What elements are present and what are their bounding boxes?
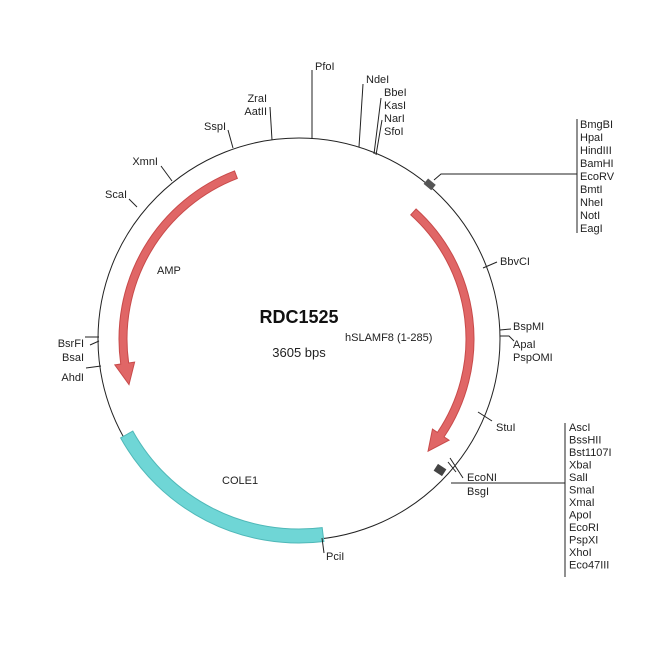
site-econi-label: EcoNI	[467, 472, 497, 484]
hslamf8-label: hSLAMF8 (1-285)	[345, 332, 432, 344]
plasmid-name: RDC1525	[259, 307, 338, 327]
amp-feature-arrow[interactable]	[113, 170, 239, 386]
site-label: StuI	[496, 422, 516, 434]
site-group-bsrfi[interactable]: BsrFI BsaI	[58, 336, 100, 364]
site-label: BbeI	[384, 87, 407, 99]
site-label: BbvCI	[500, 256, 530, 268]
mcs-site-label: XhoI	[569, 547, 592, 559]
mcs-site-label: EcoRI	[569, 522, 599, 534]
mcs-site-label: NotI	[580, 210, 600, 222]
site-scai[interactable]: ScaI	[105, 189, 138, 208]
site-sspi[interactable]: SspI	[204, 121, 234, 149]
mcs-site-label: NheI	[580, 197, 603, 209]
site-label: ApaI	[513, 339, 536, 351]
mcs-site-label: EagI	[580, 223, 603, 235]
mcs-site-label: BmtI	[580, 184, 603, 196]
site-group-zrai[interactable]: ZraI AatII	[244, 93, 273, 141]
plasmid-size: 3605 bps	[272, 345, 326, 360]
mcs-site-label: SmaI	[569, 485, 595, 497]
site-label: ZraI	[247, 93, 267, 105]
mcs-marker	[433, 463, 447, 477]
amp-label: AMP	[157, 265, 181, 277]
mcs-site-label: AscI	[569, 422, 590, 434]
site-label: PfoI	[315, 61, 335, 73]
site-pfoi[interactable]: PfoI	[311, 61, 335, 139]
site-label: AhdI	[61, 372, 84, 384]
mcs-site-label: BssHII	[569, 435, 601, 447]
site-ahdi[interactable]: AhdI	[61, 365, 102, 384]
site-bsgi-label: BsgI	[467, 486, 489, 498]
mcs-site-label: EcoRV	[580, 171, 615, 183]
site-group-apai[interactable]: ApaI PspOMI	[500, 335, 553, 364]
site-label: BspMI	[513, 321, 544, 333]
site-label: SfoI	[384, 126, 404, 138]
mcs-site-label: HpaI	[580, 132, 603, 144]
site-bbvci[interactable]: BbvCI	[482, 256, 530, 269]
site-label: KasI	[384, 100, 406, 112]
site-label: ScaI	[105, 189, 127, 201]
site-xmni[interactable]: XmnI	[132, 156, 173, 182]
site-pcii[interactable]: PciI	[321, 537, 344, 563]
site-group-bbei[interactable]: BbeI KasI NarI SfoI	[373, 87, 407, 156]
mcs-site-label: XbaI	[569, 460, 592, 472]
cole1-label: COLE1	[222, 475, 258, 487]
site-label: BsaI	[62, 352, 84, 364]
cole1-feature[interactable]	[119, 430, 325, 544]
site-label: AatII	[244, 106, 267, 118]
mcs-site-label: BamHI	[580, 158, 614, 170]
site-bspmi[interactable]: BspMI	[499, 321, 544, 333]
mcs-site-label: ApoI	[569, 510, 592, 522]
mcs-site-label: HindIII	[580, 145, 612, 157]
mcs-site-label: BmgBI	[580, 119, 613, 131]
site-label: XmnI	[132, 156, 158, 168]
site-stui[interactable]: StuI	[477, 411, 516, 434]
site-label: BsrFI	[58, 338, 84, 350]
mcs-site-label: XmaI	[569, 497, 595, 509]
site-label: PspOMI	[513, 352, 553, 364]
mcs-site-label: Bst1107I	[569, 447, 612, 459]
site-label: NarI	[384, 113, 405, 125]
mcs-1[interactable]: BmgBIHpaIHindIIIBamHIEcoRVBmtINheINotIEa…	[423, 119, 615, 235]
mcs-site-label: PspXI	[569, 535, 598, 547]
mcs-site-label: Eco47III	[569, 560, 609, 572]
site-ndei[interactable]: NdeI	[358, 74, 389, 148]
hslamf8-feature-arrow[interactable]	[410, 208, 475, 453]
site-label: PciI	[326, 551, 344, 563]
mcs-marker	[423, 178, 436, 191]
site-label: NdeI	[366, 74, 389, 86]
mcs-2[interactable]: EcoNI BsgI AscIBssHIIBst1107IXbaISalISma…	[433, 422, 612, 577]
mcs-site-label: SalI	[569, 472, 588, 484]
site-label: SspI	[204, 121, 226, 133]
